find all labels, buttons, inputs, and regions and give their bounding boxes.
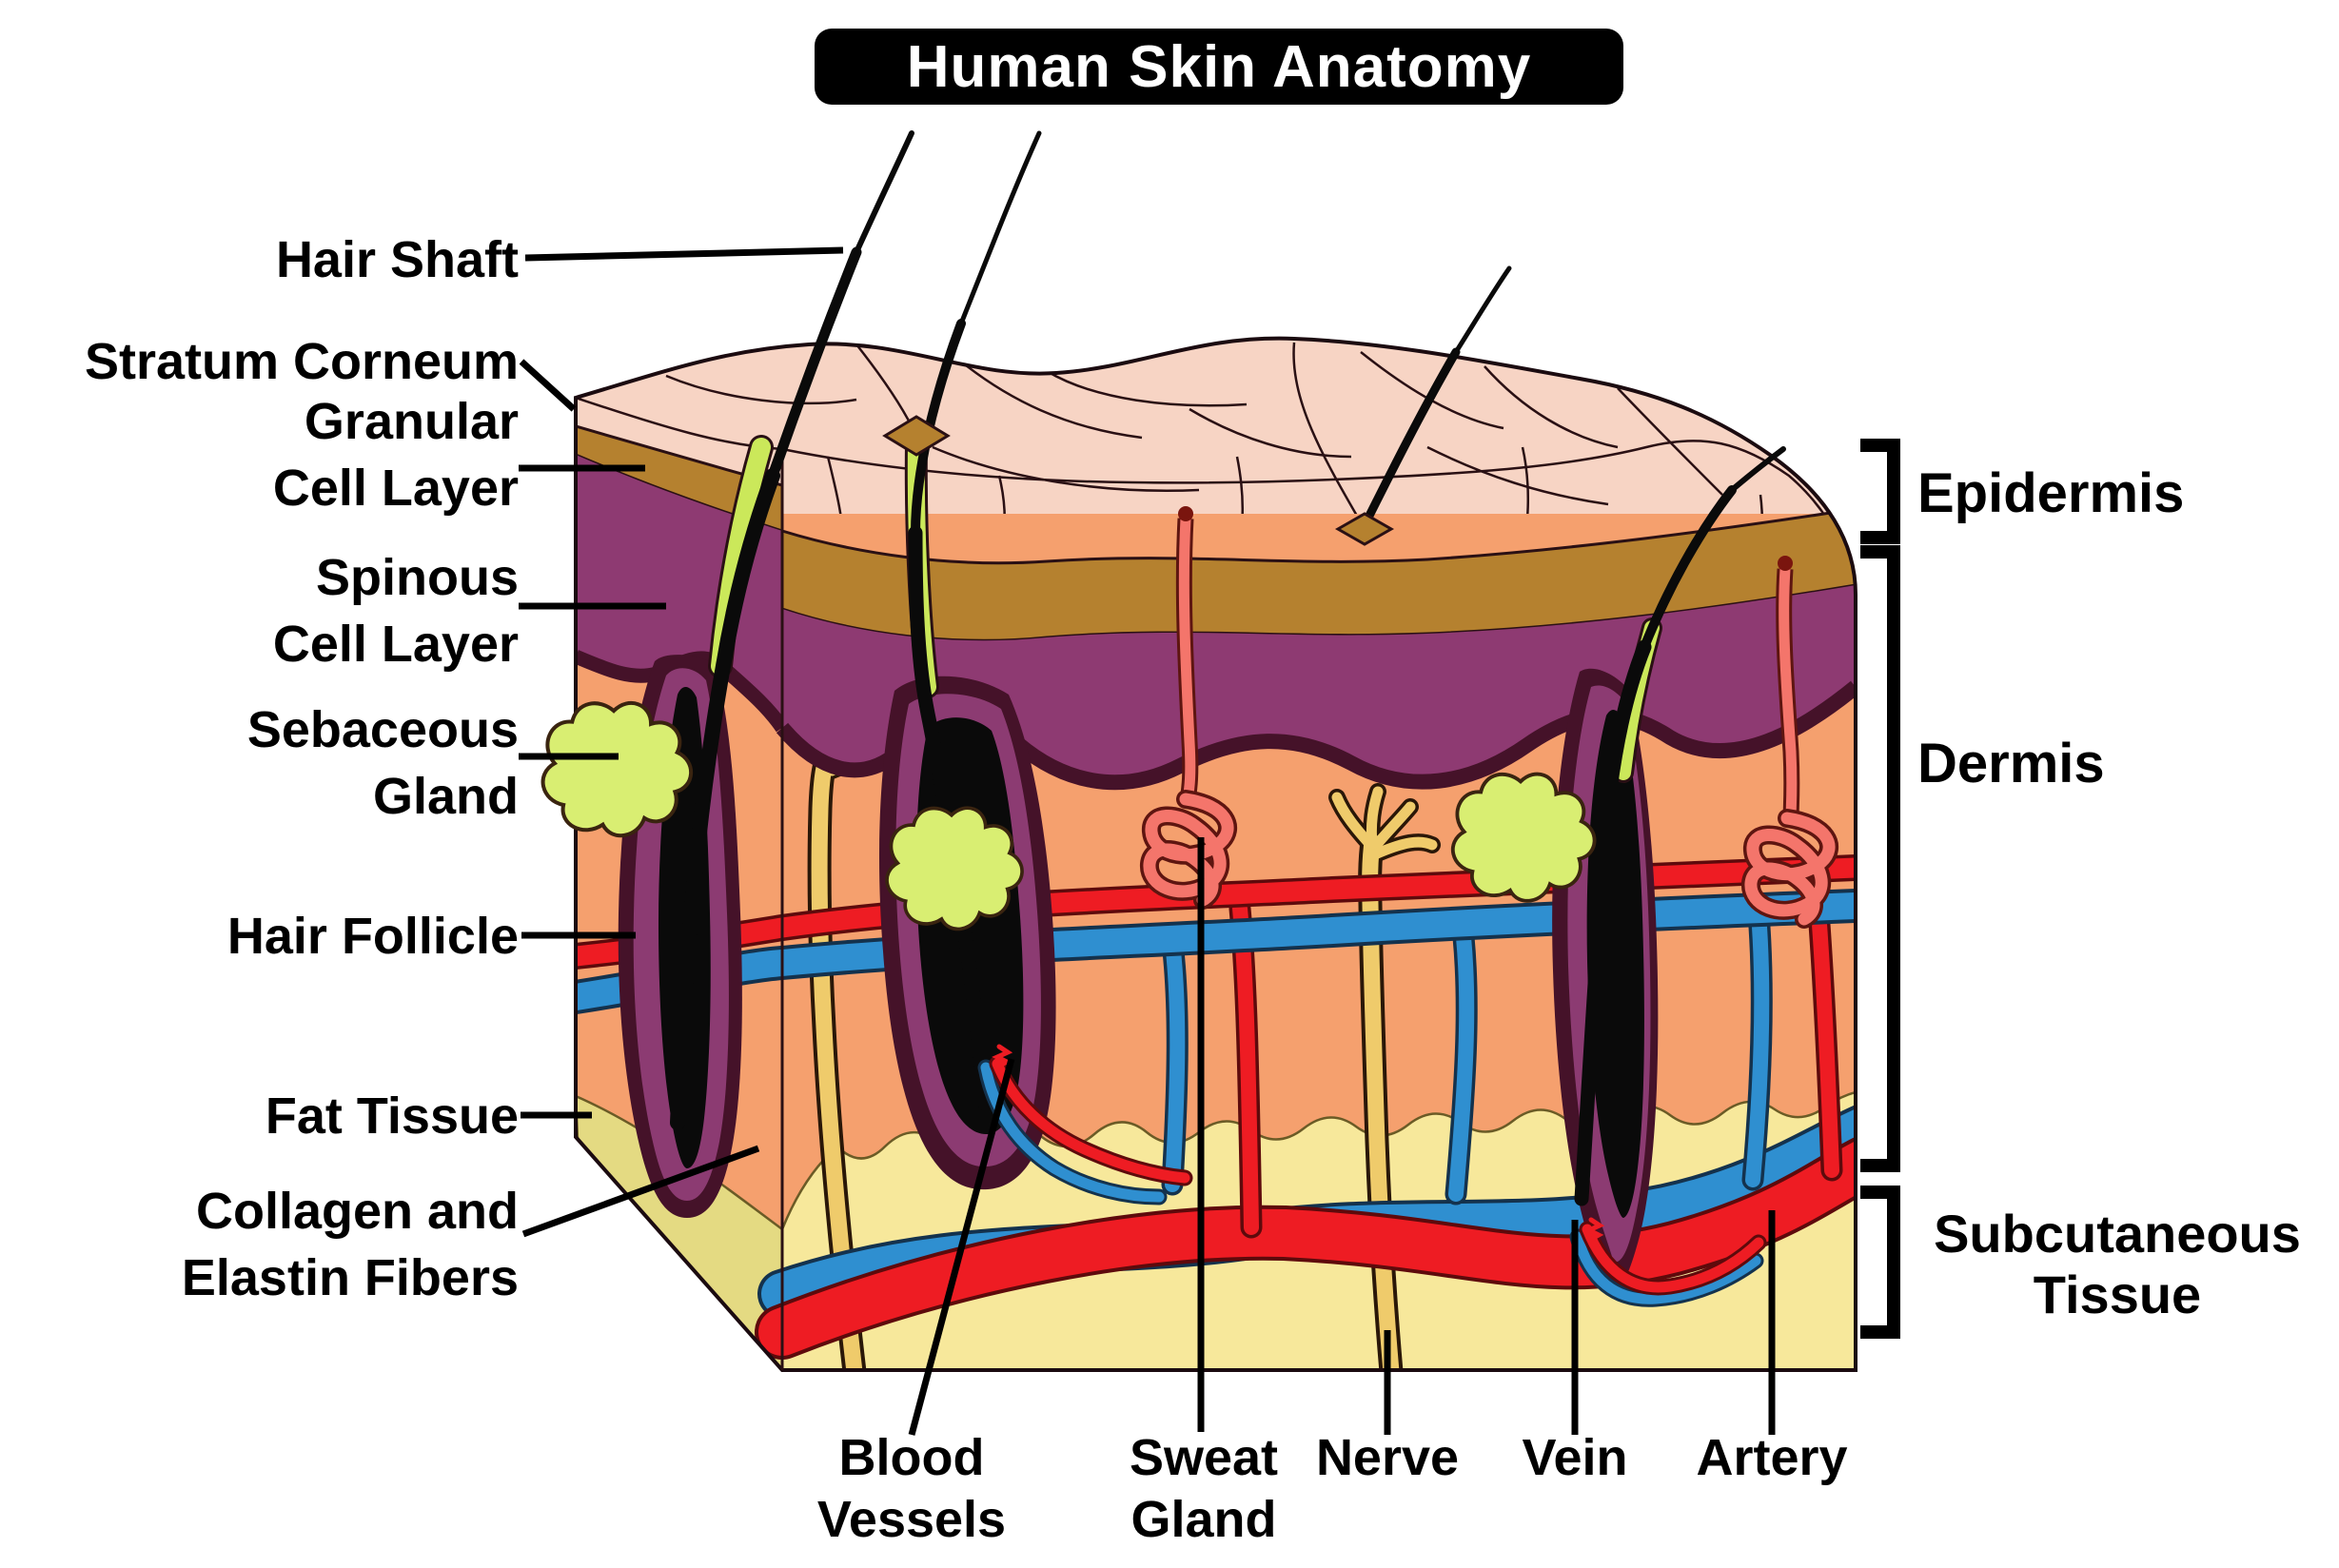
leader-blood-vessels: [908, 1058, 1015, 1436]
leader-stratum-corneum: [519, 359, 577, 412]
label-subcutaneous-tissue: Subcutaneous Tissue: [1934, 1204, 2301, 1324]
label-blood-vessels: Blood Vessels: [816, 1429, 1007, 1548]
label-sebaceous-gland: Sebaceous Gland: [246, 701, 519, 825]
sweat-gland-left: [1150, 506, 1228, 900]
sebaceous-gland-middle: [885, 806, 1024, 931]
label-vein: Vein: [1522, 1429, 1628, 1486]
hair-shaft-left: [854, 130, 914, 255]
label-epidermis: Epidermis: [1917, 462, 2185, 524]
title-banner: Human Skin Anatomy: [815, 29, 1623, 105]
label-hair-shaft: Hair Shaft: [275, 231, 519, 288]
sebaceous-gland-left: [543, 703, 692, 835]
leader-lines: [519, 246, 1776, 1436]
layer-brackets: [1860, 439, 1900, 1339]
label-sweat-gland: Sweat Gland: [1129, 1429, 1279, 1548]
bracket-dermis: [1860, 545, 1900, 1172]
hair-shaft-pore-right: [1453, 265, 1512, 355]
sweat-pore-left: [1178, 506, 1193, 521]
page-title: Human Skin Anatomy: [906, 33, 1532, 100]
leader-hair-shaft: [524, 246, 844, 262]
bracket-subcutaneous: [1860, 1186, 1900, 1339]
leader-collagen: [521, 1145, 760, 1238]
sebaceous-gland-right: [1450, 772, 1597, 903]
label-hair-follicle: Hair Follicle: [226, 908, 519, 965]
label-granular-cell-layer: Granular Cell Layer: [272, 393, 519, 517]
label-artery: Artery: [1696, 1429, 1848, 1486]
label-stratum-corneum: Stratum Corneum: [84, 333, 519, 390]
label-fat-tissue: Fat Tissue: [265, 1088, 519, 1145]
label-nerve: Nerve: [1315, 1429, 1460, 1486]
label-spinous-cell-layer: Spinous Cell Layer: [272, 549, 519, 673]
hair-shaft-middle: [958, 130, 1042, 326]
hair-shaft-right: [1729, 446, 1786, 493]
label-collagen-elastin: Collagen and Elastin Fibers: [181, 1183, 519, 1306]
sweat-pore-right: [1778, 556, 1793, 571]
hair-shafts: [670, 130, 1786, 1206]
label-dermis: Dermis: [1917, 733, 2105, 794]
artery-main: [758, 1139, 1856, 1356]
sweat-gland-right: [1751, 556, 1829, 919]
bracket-epidermis: [1860, 439, 1900, 544]
granular-spinous-front: [782, 585, 1856, 783]
hair-pores: [882, 415, 1395, 546]
